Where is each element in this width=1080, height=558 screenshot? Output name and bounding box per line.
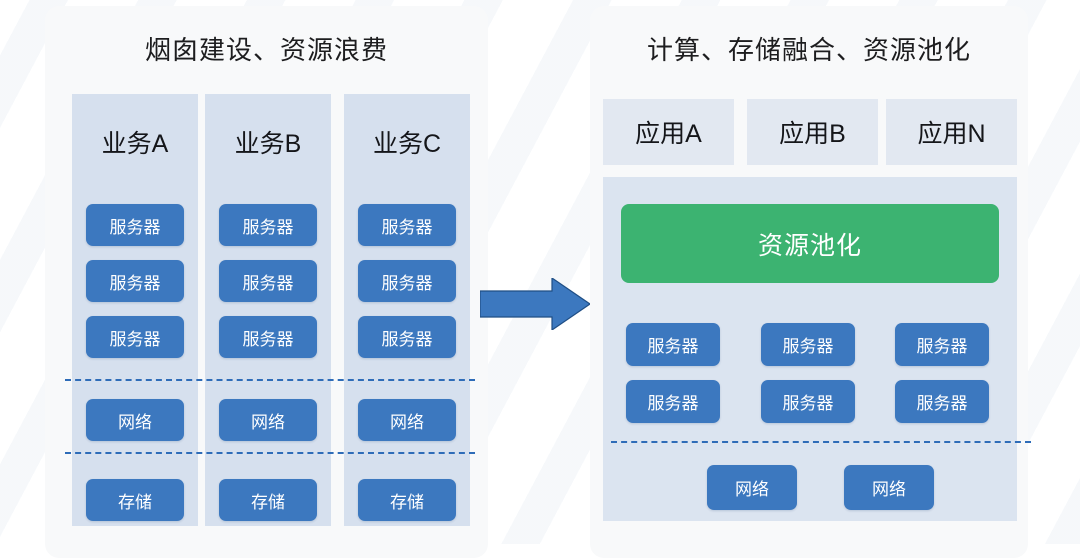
network-storage-divider: [65, 452, 475, 454]
left-panel: 烟囱建设、资源浪费 业务A 服务器 服务器 服务器 网络 存储 业务B 服务器 …: [45, 6, 488, 558]
server-chip[interactable]: 服务器: [626, 323, 720, 366]
server-chip[interactable]: 服务器: [219, 204, 317, 246]
server-chip[interactable]: 服务器: [626, 380, 720, 423]
app-box-b[interactable]: 应用B: [747, 99, 878, 165]
right-arrow-icon: [479, 276, 592, 332]
server-chip[interactable]: 服务器: [358, 316, 456, 358]
server-chip[interactable]: 服务器: [895, 380, 989, 423]
app-box-a[interactable]: 应用A: [603, 99, 734, 165]
right-panel-title: 计算、存储融合、资源池化: [646, 35, 971, 65]
network-chip[interactable]: 网络: [844, 465, 934, 510]
app-box-n[interactable]: 应用N: [886, 99, 1017, 165]
silo-column-business-c[interactable]: 业务C 服务器 服务器 服务器 网络 存储: [344, 94, 470, 526]
server-chip[interactable]: 服务器: [358, 260, 456, 302]
server-chip[interactable]: 服务器: [895, 323, 989, 366]
right-panel: 计算、存储融合、资源池化 应用A 应用B 应用N 资源池化 服务器 服务器 服务…: [590, 6, 1031, 558]
storage-chip[interactable]: 存储: [86, 479, 184, 521]
silo-column-header: 业务C: [372, 130, 442, 158]
left-panel-title: 烟囱建设、资源浪费: [144, 35, 388, 65]
network-chip[interactable]: 网络: [358, 399, 456, 441]
silo-column-business-b[interactable]: 业务B 服务器 服务器 服务器 网络 存储: [205, 94, 331, 526]
server-chip[interactable]: 服务器: [358, 204, 456, 246]
server-chip[interactable]: 服务器: [761, 380, 855, 423]
server-chip[interactable]: 服务器: [86, 316, 184, 358]
network-chip[interactable]: 网络: [219, 399, 317, 441]
storage-chip[interactable]: 存储: [358, 479, 456, 521]
diagram-canvas: 烟囱建设、资源浪费 业务A 服务器 服务器 服务器 网络 存储 业务B 服务器 …: [0, 0, 1080, 544]
server-chip[interactable]: 服务器: [761, 323, 855, 366]
silo-column-header: 业务B: [234, 130, 302, 158]
compute-network-divider: [611, 441, 1031, 443]
resource-pool-bar[interactable]: 资源池化: [621, 204, 999, 283]
network-chip[interactable]: 网络: [86, 399, 184, 441]
silo-column-business-a[interactable]: 业务A 服务器 服务器 服务器 网络 存储: [72, 94, 198, 526]
compute-network-divider: [65, 379, 475, 381]
network-chip[interactable]: 网络: [707, 465, 797, 510]
server-chip[interactable]: 服务器: [219, 316, 317, 358]
storage-chip[interactable]: 存储: [219, 479, 317, 521]
server-chip[interactable]: 服务器: [219, 260, 317, 302]
server-chip[interactable]: 服务器: [86, 260, 184, 302]
server-chip[interactable]: 服务器: [86, 204, 184, 246]
silo-column-header: 业务A: [101, 130, 169, 158]
resource-pool-container: 资源池化 服务器 服务器 服务器 服务器 服务器 服务器 网络 网络: [603, 177, 1031, 521]
